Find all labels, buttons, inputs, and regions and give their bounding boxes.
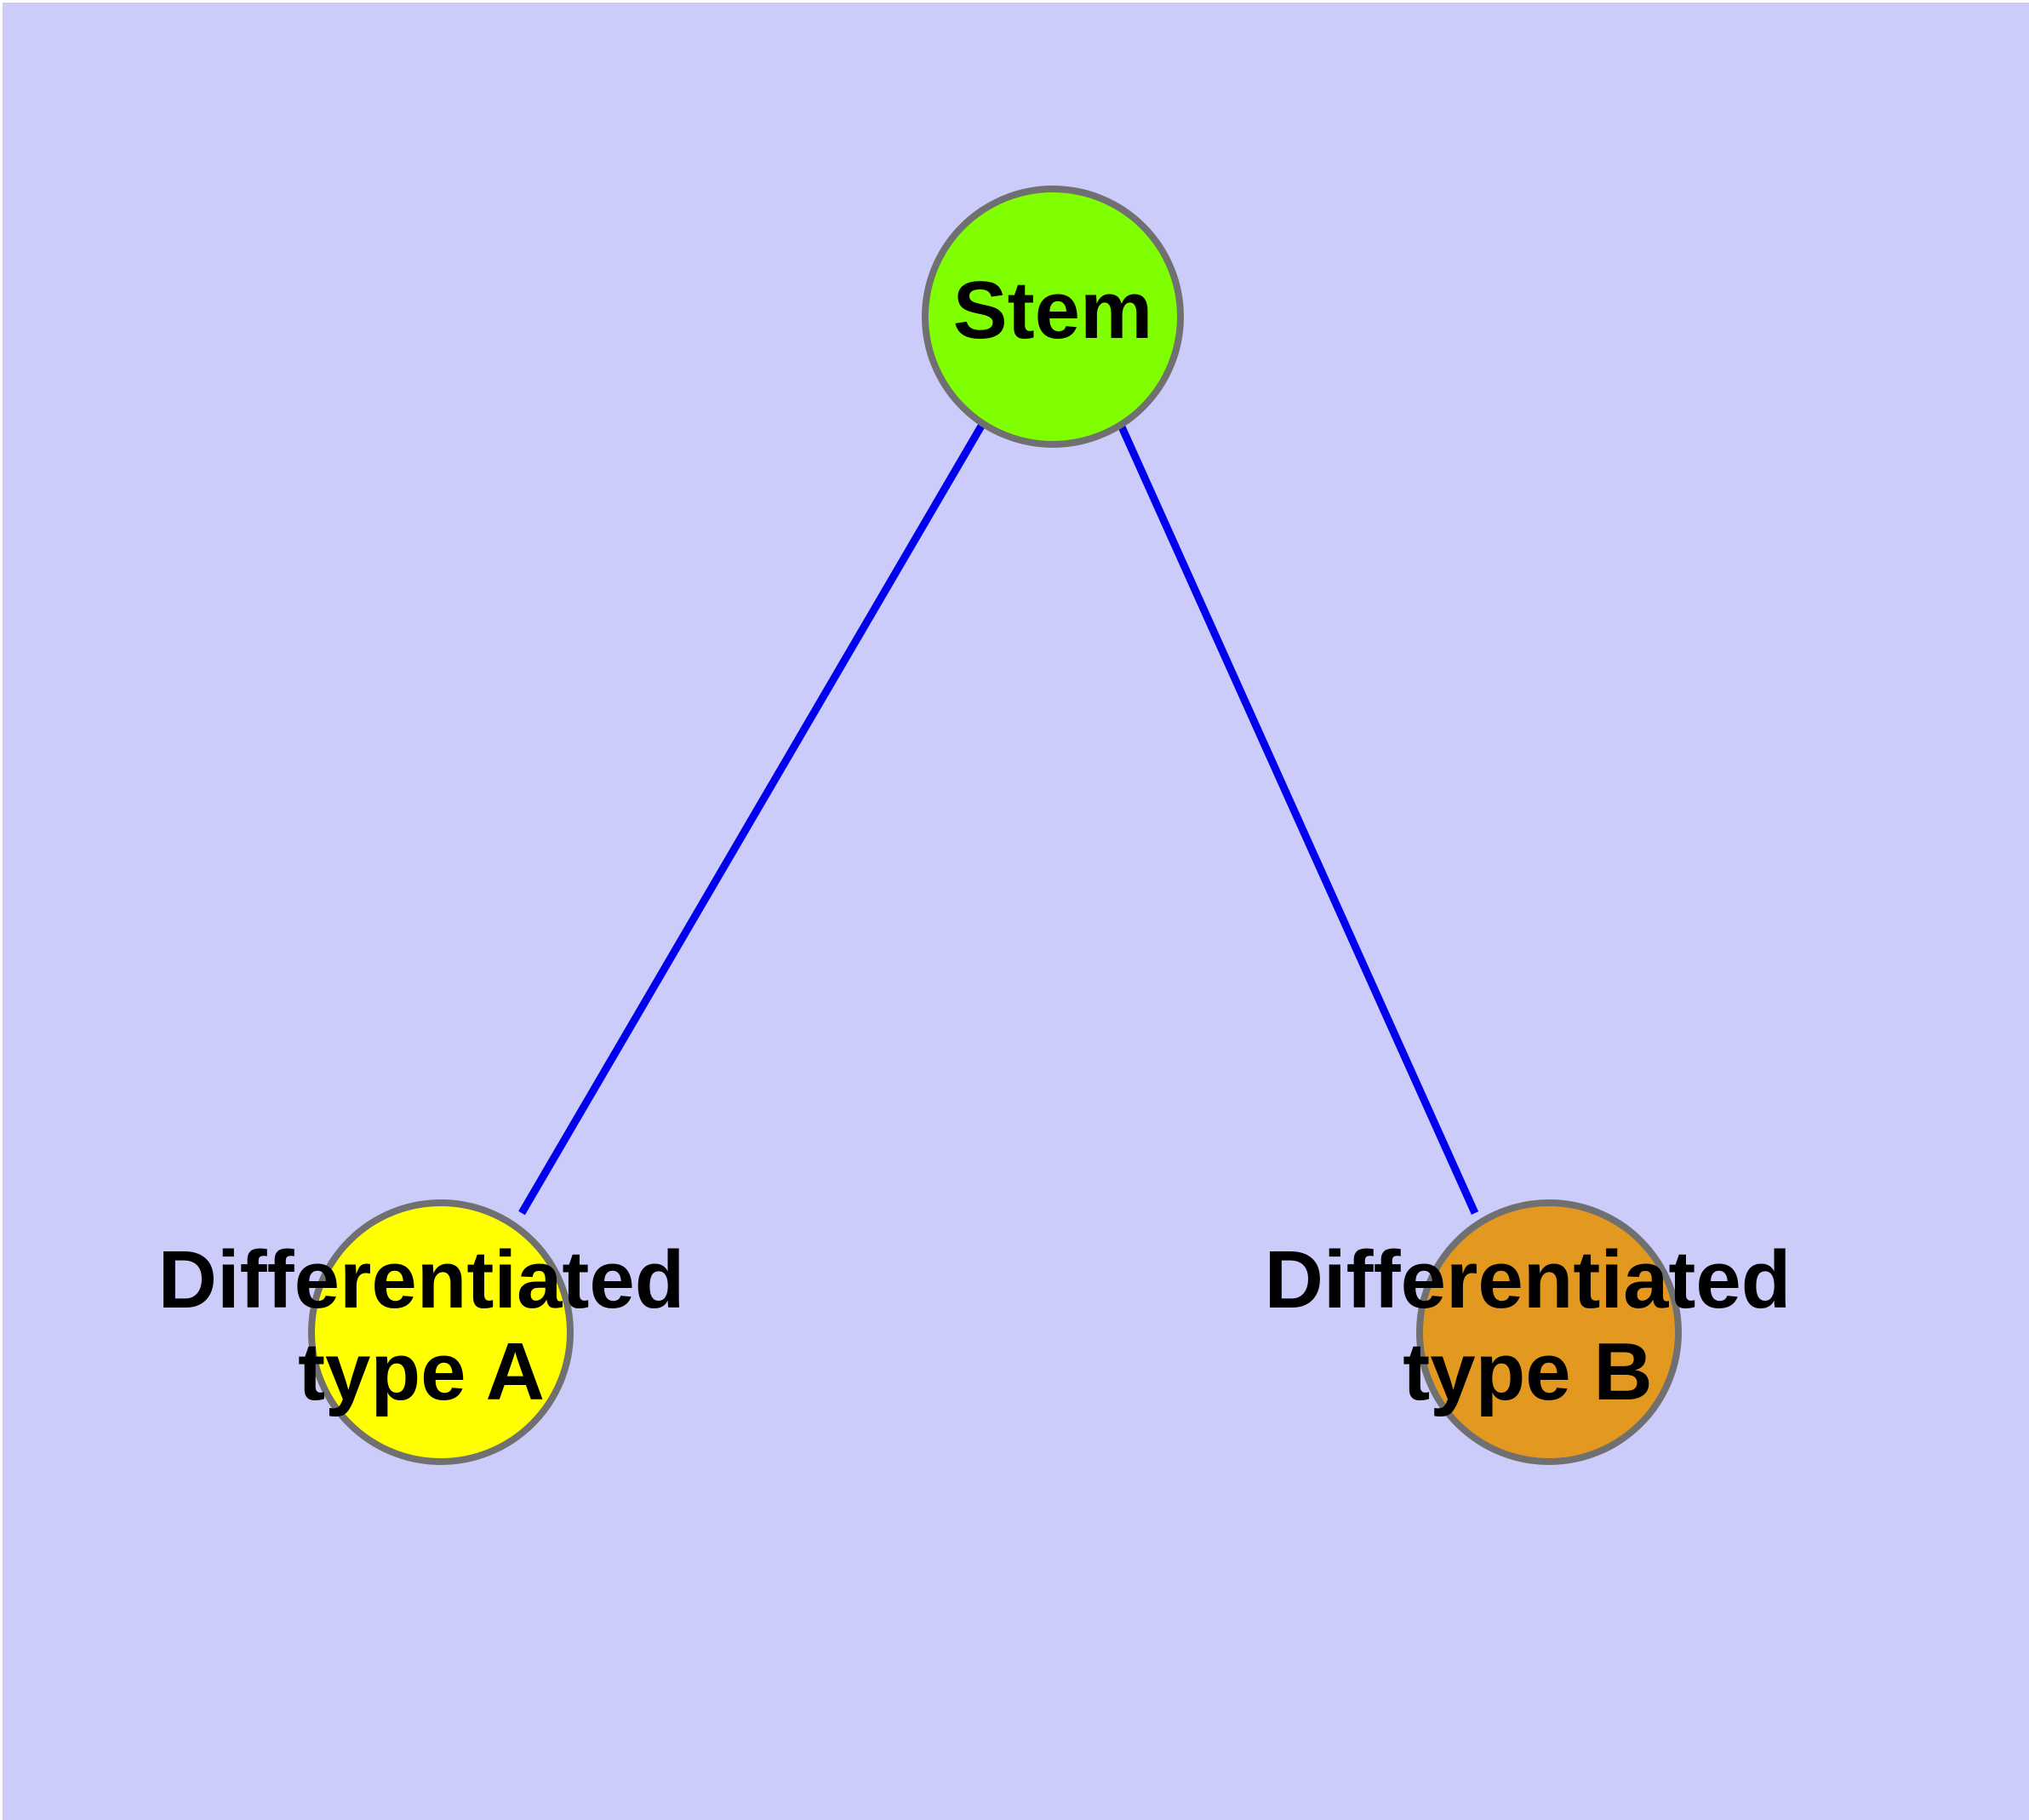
edges-layer	[518, 421, 1479, 1216]
edge-stem-to-differentiated-type-b[interactable]	[1116, 421, 1479, 1215]
node-stem-label: Stem	[953, 265, 1153, 356]
edge-stem-to-differentiated-type-a[interactable]	[518, 421, 986, 1216]
node-stem-circle[interactable]	[922, 186, 1184, 448]
node-differentiated-type-a-circle[interactable]	[308, 1199, 574, 1465]
node-stem[interactable]: Stem	[922, 186, 1184, 448]
node-differentiated-type-b-circle[interactable]	[1416, 1199, 1682, 1465]
